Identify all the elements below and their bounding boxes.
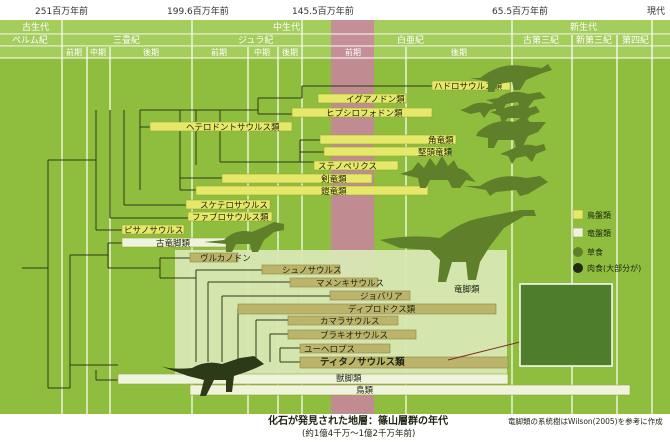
bar-pachycephalo <box>323 146 449 157</box>
label-prosauropod: 古竜脚類 <box>156 238 191 249</box>
period-cretaceous: 白亜紀 <box>397 34 424 46</box>
label-hypsilophodon: ヒプシロフォドン類 <box>326 108 403 119</box>
period-neogene: 新第三紀 <box>576 34 612 46</box>
bar-ceratopsia <box>319 134 457 145</box>
label-scelidosaurus: スケテロサウルス <box>200 201 268 211</box>
pachycephalosaur-silhouette-icon <box>500 144 546 164</box>
fossil-inset-image <box>519 283 613 367</box>
label-titanosaur: ティタノサウルス類 <box>320 356 405 368</box>
iguanodon-silhouette-icon <box>486 91 546 112</box>
label-euhelopus: ユーヘロプス <box>304 345 355 355</box>
bar-fabrosaur <box>187 211 273 222</box>
period-paleogene: 古第三紀 <box>523 34 559 46</box>
label-heterodontosaur: ヘテロドントサウルス類 <box>186 122 280 133</box>
label-mamenchisaurus: マメンキサウルス <box>316 279 384 289</box>
epoch-jurassic-middle: 中期 <box>254 47 270 57</box>
legend-carnivore-label: 肉食(大部分が) <box>587 263 641 273</box>
label-birds: 鳥類 <box>356 385 374 396</box>
bar-vulcanodon <box>189 252 239 263</box>
era-cenozoic: 新生代 <box>570 21 597 33</box>
label-camarasaurus: カマラサウルス <box>320 317 380 327</box>
legend-saurischia-label: 竜盤類 <box>587 228 611 238</box>
era-mesozoic: 中生代 <box>273 21 300 33</box>
period-quaternary: 第四紀 <box>622 34 649 46</box>
bar-hypsilophodon <box>291 107 433 118</box>
bar-birds <box>189 384 631 396</box>
label-ceratopsia: 角竜類 <box>428 135 454 146</box>
bar-diplodocus <box>237 303 497 315</box>
legend-ornithischia-swatch <box>572 209 584 220</box>
bar-euhelopus <box>299 343 391 354</box>
legend-saurischia-swatch <box>572 227 584 238</box>
label-iguanodon: イグアノドン類 <box>346 94 405 105</box>
bar-hadrosaur <box>431 80 511 91</box>
legend-herbivore-icon <box>573 247 583 257</box>
bar-camarasaurus <box>287 315 399 326</box>
label-stenopelix: ステノペリクス <box>318 162 377 172</box>
period-triassic: 三畳紀 <box>113 34 140 46</box>
bar-heterodontosaur <box>149 121 293 132</box>
epoch-cretaceous-early: 前期 <box>345 47 361 57</box>
era-paleozoic: 古生代 <box>22 21 49 33</box>
label-brachiosaurus: ブラキオサウルス <box>320 330 388 341</box>
footer-subtitle: (約1億4千万～1億2千万年前) <box>302 428 415 439</box>
sauropod-silhouette-icon <box>380 210 536 282</box>
epoch-triassic-middle: 中期 <box>90 47 106 57</box>
small-ornithopod-silhouette-icon <box>490 105 540 124</box>
bar-brachiosaurus <box>287 329 417 340</box>
bar-titanosaur <box>299 356 509 369</box>
label-pisanosaurus: ピサノサウルス <box>124 226 183 236</box>
label-jobaria: ジョバリア <box>360 292 403 302</box>
label-pachycephalo: 堅頭竜類 <box>418 147 453 158</box>
phylogeny-tree <box>22 85 432 389</box>
age-65: 65.5百万年前 <box>492 5 548 17</box>
label-vulcanodon: ヴルカノドン <box>200 253 251 264</box>
bar-mamenchisaurus <box>289 277 379 288</box>
epoch-triassic-late: 後期 <box>143 47 159 57</box>
epoch-triassic-early: 前期 <box>66 47 82 57</box>
legend-ornithischia-label: 鳥盤類 <box>587 210 611 220</box>
label-hadrosaur: ハドロサウルス類 <box>434 81 503 92</box>
age-251: 251百万年前 <box>35 5 88 17</box>
bar-shunosaurus <box>261 264 341 275</box>
bar-iguanodon <box>317 93 407 104</box>
epoch-jurassic-late: 後期 <box>282 47 298 57</box>
label-ankylosaur: 鎧竜類 <box>321 186 347 197</box>
footer-credit: 竜脚類の系統樹はWilson(2005)を参考に作成 <box>508 416 663 426</box>
epoch-jurassic-early: 前期 <box>211 47 227 57</box>
age-199: 199.6百万年前 <box>167 5 229 17</box>
period-jurassic: ジュラ紀 <box>238 34 273 46</box>
bar-theropod <box>117 373 509 385</box>
footer-title: 化石が発見された地層：篠山層群の年代 <box>268 414 448 427</box>
bar-pisanosaurus <box>121 224 185 235</box>
ankylosaur-silhouette-icon <box>464 176 548 196</box>
label-sauropod: 竜脚類 <box>454 284 480 295</box>
label-fabrosaur: ファブロサウルス類 <box>192 212 269 223</box>
prosauropod-silhouette-icon <box>204 222 284 252</box>
bar-ankylosaur <box>195 185 429 196</box>
bar-stenopelix <box>313 160 399 171</box>
legend-herbivore-label: 草食 <box>587 247 603 257</box>
label-diplodocus: ディプロドクス類 <box>348 304 416 315</box>
legend-carnivore-icon <box>573 263 583 273</box>
age-present: 現代 <box>647 6 665 17</box>
inset-pointer-line <box>447 341 521 361</box>
hypsilophodon-silhouette-icon <box>460 102 500 118</box>
bar-scelidosaurus <box>185 199 271 210</box>
bar-jobaria <box>329 290 411 301</box>
age-145: 145.5百万年前 <box>292 5 354 17</box>
label-stegosaur: 剣竜類 <box>321 174 347 185</box>
ceratopsian-silhouette-icon <box>476 116 546 148</box>
label-shunosaurus: シュノサウルス <box>282 266 342 276</box>
period-permian: ペルム紀 <box>12 34 48 46</box>
stegosaur-silhouette-icon <box>400 156 476 188</box>
theropod-silhouette-icon <box>160 356 264 396</box>
bar-stegosaur <box>221 173 373 184</box>
label-theropod: 獣脚類 <box>336 373 362 384</box>
epoch-cretaceous-late: 後期 <box>451 47 467 57</box>
hadrosaur-silhouette-icon <box>470 64 552 92</box>
